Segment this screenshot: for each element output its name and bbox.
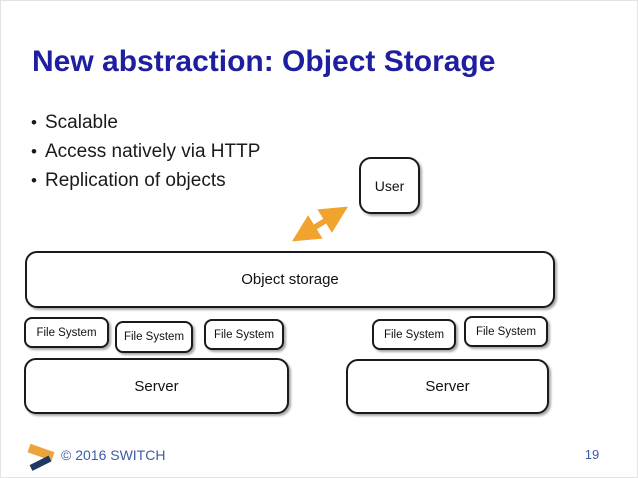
- server-box: Server: [24, 358, 289, 414]
- bullet-text: Scalable: [45, 112, 118, 133]
- bullet-item: • Scalable: [31, 112, 361, 141]
- file-system-box: File System: [24, 317, 109, 348]
- file-system-box: File System: [115, 321, 193, 353]
- user-box: User: [359, 157, 420, 214]
- slide-title: New abstraction: Object Storage: [32, 45, 496, 78]
- file-system-box: File System: [204, 319, 284, 350]
- file-system-label: File System: [123, 331, 185, 343]
- switch-logo-icon: [26, 442, 58, 472]
- bullet-dot-icon: •: [31, 171, 37, 190]
- user-box-label: User: [374, 177, 405, 194]
- page-number: 19: [584, 447, 600, 462]
- bullet-text: Access natively via HTTP: [45, 141, 261, 162]
- file-system-label: File System: [213, 328, 275, 341]
- bullet-dot-icon: •: [31, 142, 37, 161]
- file-system-box: File System: [372, 319, 456, 350]
- file-system-box: File System: [464, 316, 548, 347]
- bullet-dot-icon: •: [31, 113, 37, 132]
- server-label: Server: [134, 377, 179, 395]
- object-storage-label: Object storage: [241, 271, 339, 288]
- bullet-list: • Scalable • Access natively via HTTP • …: [31, 112, 361, 199]
- file-system-label: File System: [36, 326, 97, 339]
- bullet-item: • Replication of objects: [31, 170, 361, 199]
- server-label: Server: [425, 378, 470, 395]
- object-storage-box: Object storage: [25, 251, 555, 308]
- file-system-label: File System: [383, 328, 445, 341]
- bullet-item: • Access natively via HTTP: [31, 141, 361, 170]
- double-arrow-icon: [287, 200, 355, 248]
- copyright-text: © 2016 SWITCH: [61, 447, 166, 463]
- bullet-text: Replication of objects: [45, 170, 226, 191]
- server-box: Server: [346, 359, 549, 414]
- file-system-label: File System: [475, 325, 537, 338]
